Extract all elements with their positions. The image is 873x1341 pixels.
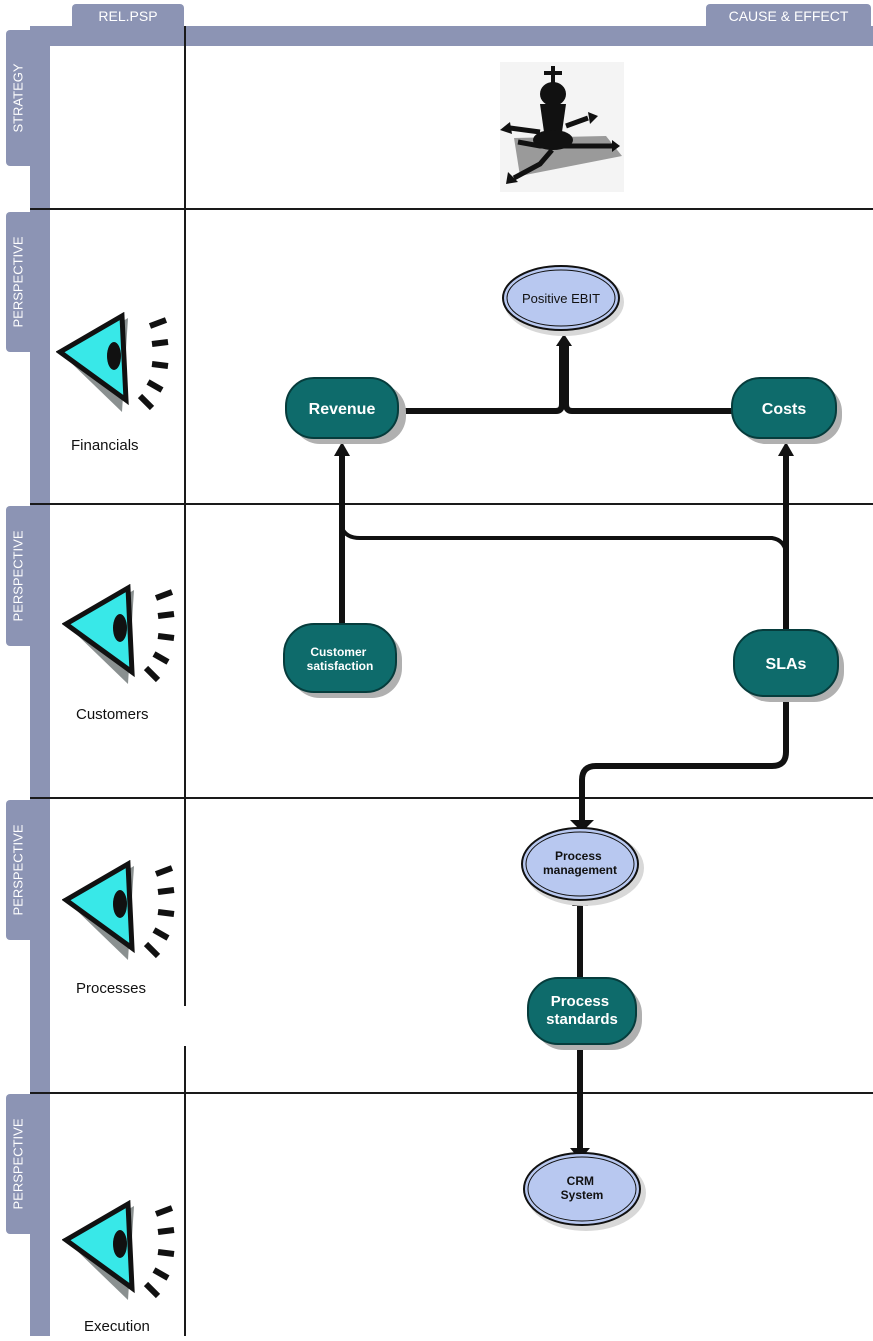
row-divider — [30, 1092, 873, 1094]
node-customer-satisfaction: Customer satisfaction — [283, 623, 402, 698]
eye-icon — [62, 1200, 175, 1300]
processes-label: Processes — [76, 980, 147, 997]
eye-icon — [62, 584, 175, 684]
execution-label: Execution — [84, 1318, 150, 1335]
node-process-management-line: management — [543, 863, 617, 877]
eye-icon — [62, 860, 175, 960]
node-slas: SLAs — [733, 629, 844, 702]
rel-psp-tab: REL.PSP — [72, 4, 184, 28]
node-process-management-line: Process — [555, 849, 602, 863]
node-customer-satisfaction-line: satisfaction — [307, 659, 374, 673]
top-frame-bar — [30, 26, 873, 46]
side-tab-processes: PERSPECTIVE — [6, 800, 30, 940]
node-process-management: Process management — [521, 827, 644, 906]
side-tab-execution: PERSPECTIVE — [6, 1094, 30, 1234]
row-divider — [30, 797, 873, 799]
node-customer-satisfaction-line: Customer — [310, 645, 366, 659]
eye-icon — [56, 312, 169, 412]
column-divider-lower — [184, 1046, 186, 1336]
connector-costs-ebit — [563, 343, 734, 414]
node-revenue-label: Revenue — [309, 401, 376, 418]
chess-king-icon — [500, 62, 624, 192]
side-tab-customers: PERSPECTIVE — [6, 506, 30, 646]
node-crm-system-label: CRM System — [561, 1174, 604, 1202]
node-costs: Costs — [731, 377, 842, 444]
node-slas-label: SLAs — [766, 656, 807, 673]
node-positive-ebit: Positive EBIT — [502, 265, 624, 336]
node-crm-system-line: System — [561, 1188, 604, 1202]
node-process-standards-label: Process standards — [546, 993, 618, 1028]
left-frame-bar — [30, 26, 50, 1336]
side-tab-financials: PERSPECTIVE — [6, 212, 30, 352]
node-costs-label: Costs — [762, 401, 807, 418]
row-divider — [30, 503, 873, 505]
node-revenue: Revenue — [285, 377, 406, 444]
node-customer-satisfaction-label: Customer satisfaction — [307, 645, 374, 673]
node-crm-system: CRM System — [523, 1152, 646, 1231]
financials-label: Financials — [71, 437, 139, 454]
node-process-standards-line: Process — [551, 993, 609, 1010]
column-divider — [184, 26, 186, 1006]
node-process-management-label: Process management — [543, 849, 617, 877]
node-process-standards-line: standards — [546, 1011, 618, 1028]
cause-effect-tab: CAUSE & EFFECT — [706, 4, 871, 28]
side-tab-strategy: STRATEGY — [6, 30, 30, 166]
connector-revenue-ebit — [400, 343, 565, 414]
node-crm-system-line: CRM — [567, 1174, 594, 1188]
connector-slas-procmgmt — [579, 698, 789, 822]
node-process-standards: Process standards — [527, 977, 642, 1050]
customers-label: Customers — [76, 706, 149, 723]
node-positive-ebit-label: Positive EBIT — [522, 291, 600, 306]
row-divider — [30, 208, 873, 210]
connector-cross — [340, 527, 788, 553]
